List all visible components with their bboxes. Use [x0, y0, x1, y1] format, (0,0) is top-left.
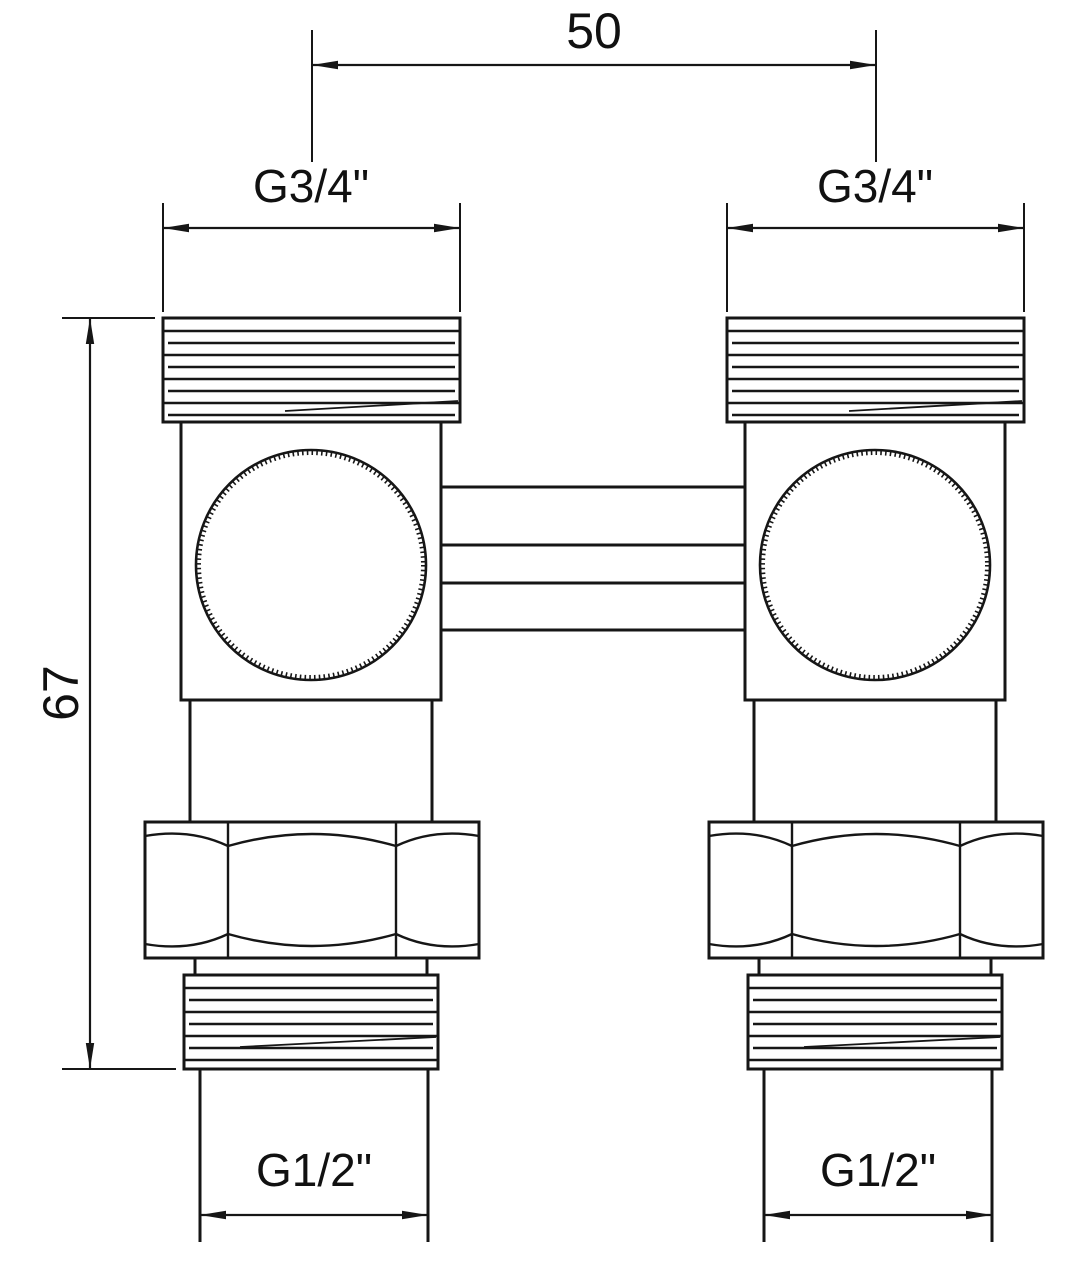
thread-runout-line: [848, 400, 1023, 412]
right-tail: [752, 700, 998, 822]
left-union-nut: [143, 820, 481, 960]
right-valve-knob: [758, 448, 992, 682]
thread-runout-line: [803, 1036, 1001, 1048]
center-bridge: [441, 485, 745, 632]
left-valve-unit: [143, 316, 481, 1242]
right-valve-body: [743, 422, 1007, 702]
right-valve-unit: [707, 316, 1045, 1242]
top-left-thread: [161, 316, 462, 424]
left-valve-body: [179, 422, 443, 702]
thread-label-bottom-left: G1/2": [256, 1144, 372, 1196]
dim-port-spacing-label: 50: [566, 3, 622, 59]
bottom-right-thread: [746, 973, 1004, 1071]
left-tail: [188, 700, 434, 822]
right-nut-neck: [757, 958, 993, 975]
dimension-thread-top-left: G3/4": [162, 160, 461, 312]
dimension-port-spacing: 50: [311, 3, 877, 162]
extension-lines: [162, 203, 461, 312]
dim-overall-height-label: 67: [33, 665, 89, 721]
dimension-overall-height: 67: [33, 317, 176, 1070]
left-valve-knob: [194, 448, 428, 682]
left-nut-neck: [193, 958, 429, 975]
extension-lines: [62, 317, 176, 1070]
thread-runout-line: [239, 1036, 437, 1048]
extension-lines: [311, 30, 877, 162]
thread-label-top-right: G3/4": [817, 160, 933, 212]
dimension-thread-bottom-left: G1/2": [200, 1144, 428, 1220]
dimension-thread-top-right: G3/4": [726, 160, 1025, 312]
knurling: [195, 449, 427, 681]
thread-label-bottom-right: G1/2": [820, 1144, 936, 1196]
dimension-thread-bottom-right: G1/2": [764, 1144, 992, 1220]
top-right-thread: [725, 316, 1026, 424]
thread-label-top-left: G3/4": [253, 160, 369, 212]
extension-lines: [726, 203, 1025, 312]
right-union-nut: [707, 820, 1045, 960]
knurling: [759, 449, 991, 681]
bottom-left-thread: [182, 973, 440, 1071]
thread-runout-line: [284, 400, 459, 412]
